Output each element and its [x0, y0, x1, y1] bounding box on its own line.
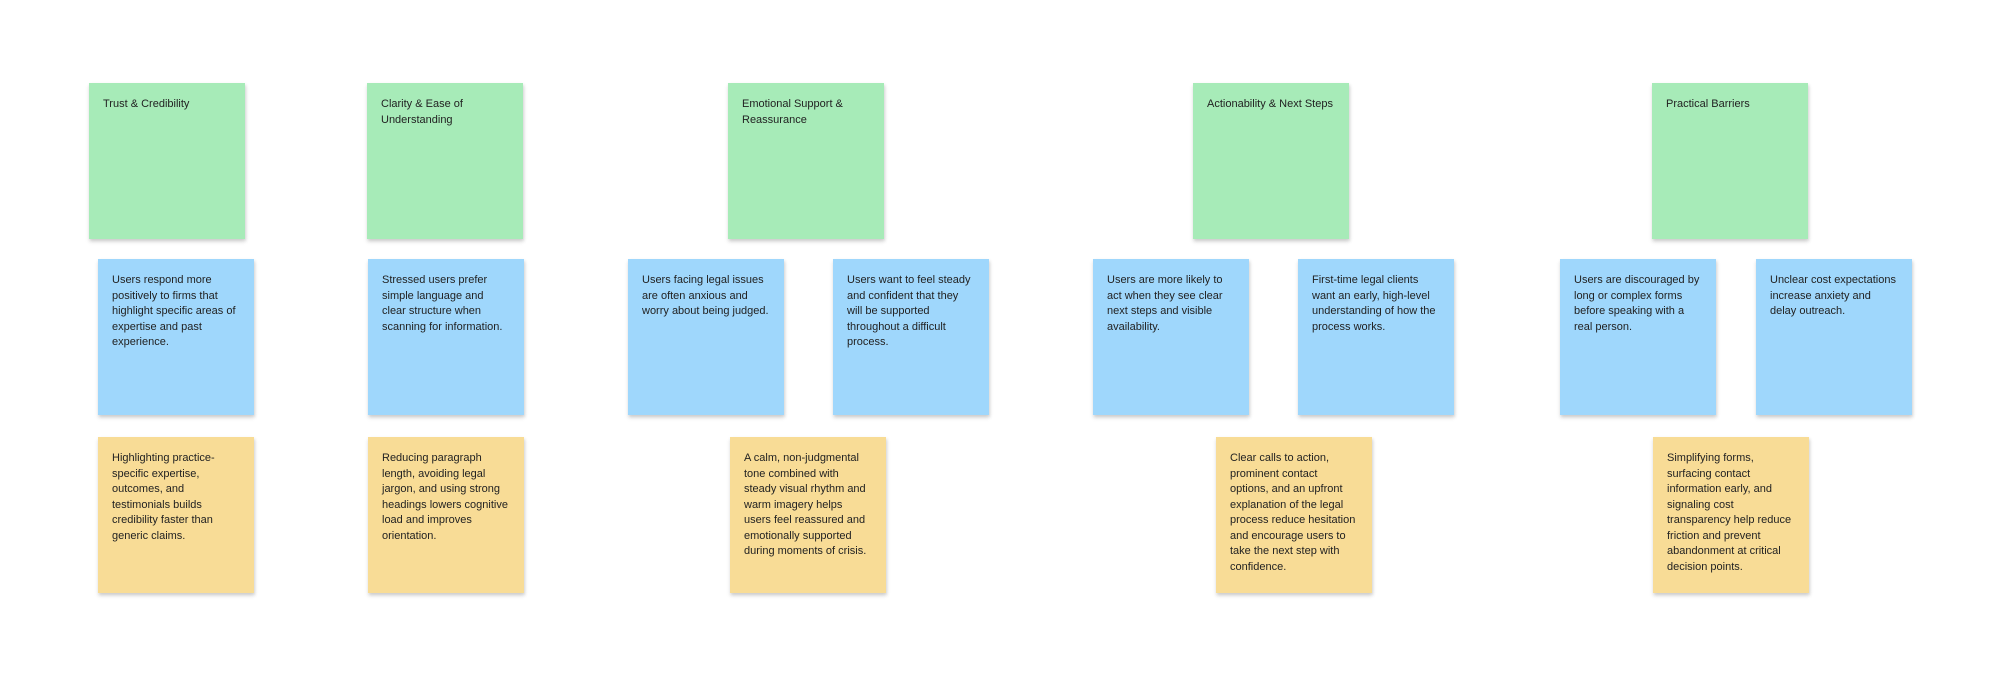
sticky-note-text: Users are discouraged by long or complex…: [1574, 274, 1700, 333]
sticky-note-category-clarity[interactable]: Clarity & Ease of Understanding: [367, 83, 523, 239]
sticky-note-insight-expertise[interactable]: Users respond more positively to firms t…: [98, 259, 254, 415]
sticky-note-category-trust-credibility[interactable]: Trust & Credibility: [89, 83, 245, 239]
sticky-note-category-emotional-support[interactable]: Emotional Support & Reassurance: [728, 83, 884, 239]
sticky-note-insight-simple-language[interactable]: Stressed users prefer simple language an…: [368, 259, 524, 415]
sticky-note-insight-first-time-clients[interactable]: First-time legal clients want an early, …: [1298, 259, 1454, 415]
sticky-note-recommendation-calls-to-action[interactable]: Clear calls to action, prominent contact…: [1216, 437, 1372, 593]
sticky-note-text: Users are more likely to act when they s…: [1107, 274, 1223, 333]
sticky-note-text: Emotional Support & Reassurance: [742, 98, 843, 126]
sticky-note-text: Unclear cost expectations increase anxie…: [1770, 274, 1896, 317]
sticky-note-text: Stressed users prefer simple language an…: [382, 274, 503, 333]
sticky-note-recommendation-calm-tone[interactable]: A calm, non-judgmental tone combined wit…: [730, 437, 886, 593]
sticky-note-insight-anxious-users[interactable]: Users facing legal issues are often anxi…: [628, 259, 784, 415]
sticky-note-text: Clarity & Ease of Understanding: [381, 98, 463, 126]
sticky-note-text: Practical Barriers: [1666, 98, 1750, 110]
sticky-note-insight-complex-forms[interactable]: Users are discouraged by long or complex…: [1560, 259, 1716, 415]
sticky-note-insight-cost-expectations[interactable]: Unclear cost expectations increase anxie…: [1756, 259, 1912, 415]
sticky-note-text: Clear calls to action, prominent contact…: [1230, 452, 1356, 573]
sticky-note-recommendation-cognitive-load[interactable]: Reducing paragraph length, avoiding lega…: [368, 437, 524, 593]
sticky-note-category-practical-barriers[interactable]: Practical Barriers: [1652, 83, 1808, 239]
sticky-note-text: Trust & Credibility: [103, 98, 190, 110]
sticky-note-text: Users respond more positively to firms t…: [112, 274, 236, 348]
sticky-note-insight-feel-steady[interactable]: Users want to feel steady and confident …: [833, 259, 989, 415]
sticky-note-category-actionability[interactable]: Actionability & Next Steps: [1193, 83, 1349, 239]
sticky-note-insight-clear-next-steps[interactable]: Users are more likely to act when they s…: [1093, 259, 1249, 415]
sticky-note-text: Simplifying forms, surfacing contact inf…: [1667, 452, 1792, 573]
sticky-note-text: Reducing paragraph length, avoiding lega…: [382, 452, 508, 542]
sticky-note-recommendation-simplify-forms[interactable]: Simplifying forms, surfacing contact inf…: [1653, 437, 1809, 593]
sticky-note-text: Actionability & Next Steps: [1207, 98, 1333, 110]
sticky-note-text: Users want to feel steady and confident …: [847, 274, 971, 348]
sticky-note-text: First-time legal clients want an early, …: [1312, 274, 1436, 333]
sticky-note-recommendation-credibility[interactable]: Highlighting practice-specific expertise…: [98, 437, 254, 593]
sticky-note-text: A calm, non-judgmental tone combined wit…: [744, 452, 867, 557]
sticky-note-text: Highlighting practice-specific expertise…: [112, 452, 215, 542]
sticky-note-text: Users facing legal issues are often anxi…: [642, 274, 769, 317]
